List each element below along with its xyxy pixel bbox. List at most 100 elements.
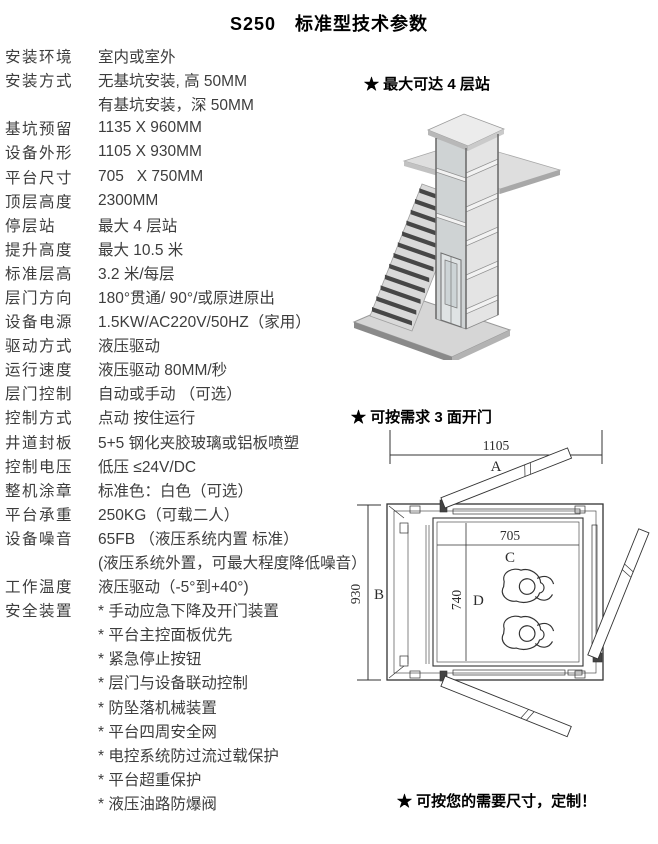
spec-row: * 平台四周安全网 [5,719,345,743]
spec-row: 标准层高 3.2 米/每层 [5,261,345,285]
spec-value: 无基坑安装, 高 50MM [98,73,247,91]
spec-label: 运行速度 [5,362,74,380]
lift-3d-figure [352,113,562,360]
spec-row: 整机涂章 标准色：白色（可选） [5,478,345,502]
spec-row: * 电控系统防过流过载保护 [5,743,345,767]
spec-value: 1135 X 960MM [98,119,202,137]
spec-value: 最大 10.5 米 [98,241,184,259]
spec-value: 3.2 米/每层 [98,265,175,283]
plan-drawing: 1105 A 930 B [350,430,650,738]
spec-row: * 平台超重保护 [5,767,345,791]
spec-row: 安装环境 室内或室外 [5,44,345,68]
spec-row: 设备噪音 65FB （液压系统内置 标准） [5,526,345,550]
spec-label: 设备噪音 [5,530,74,548]
spec-value: 180°贯通/ 90°/或原进原出 [98,289,275,307]
spec-row: 控制电压 低压 ≤24V/DC [5,454,345,478]
dim-outer-width: 1105 A [389,430,603,475]
dim-d-label: D [473,593,484,609]
lift-door [440,252,462,328]
spec-label: 安装环境 [5,49,74,67]
spec-value: 液压驱动 [98,338,161,356]
spec-row: 层门方向 180°贯通/ 90°/或原进原出 [5,285,345,309]
page-title: S250 标准型技术参数 [229,14,429,34]
dim-platform-depth: 740 D [449,523,484,661]
caption-max-stations: ★ 最大可达 4 层站 [364,76,490,93]
spec-row: * 防坠落机械装置 [5,695,345,719]
spec-value: 1.5KW/AC220V/50HZ（家用） [98,314,311,332]
spec-value: * 手动应急下降及开门装置 [98,603,279,621]
spec-row: 运行速度 液压驱动 80MM/秒 [5,357,345,381]
spec-value: 5+5 钢化夹胶玻璃或铝板喷塑 [98,434,300,452]
spec-label: 停层站 [5,217,57,235]
spec-value: 2300MM [98,191,159,209]
spec-row: 平台承重 250KG（可载二人） [5,502,345,526]
spec-table: 安装环境 室内或室外 安装方式 无基坑安装, 高 50MM 有基坑安装，深 50… [5,44,367,815]
spec-row: 设备电源 1.5KW/AC220V/50HZ（家用） [5,309,345,333]
caption-three-doors: ★ 可按需求 3 面开门 [351,409,492,426]
spec-row: 安全装置 * 手动应急下降及开门装置 [5,598,345,622]
spec-label: 提升高度 [5,241,74,259]
spec-label: 层门方向 [5,289,74,307]
dim-outer-depth: 930 B [350,504,384,681]
spec-label: 顶层高度 [5,193,74,211]
spec-value: 65FB （液压系统内置 标准） [98,530,299,548]
spec-label: 控制方式 [5,410,74,428]
spec-value: 250KG（可载二人） [98,506,240,524]
spec-value: 点动 按住运行 [98,410,196,428]
spec-label: 安全装置 [5,603,74,621]
spec-value: 705 X 750MM [98,167,204,185]
spec-value: 最大 4 层站 [98,217,178,235]
spec-label: 设备外形 [5,145,74,163]
spec-row: 工作温度 液压驱动（-5°到+40°) [5,574,345,598]
platform-outline [432,517,584,667]
spec-label: 基坑预留 [5,121,74,139]
spec-row: 层门控制 自动或手动 （可选） [5,381,345,405]
spec-label: 驱动方式 [5,338,74,356]
dim-c-label: C [505,550,515,566]
spec-row: 驱动方式 液压驱动 [5,333,345,357]
spec-row: 停层站 最大 4 层站 [5,213,345,237]
spec-row: 顶层高度 2300MM [5,189,345,213]
spec-row: * 液压油路防爆阀 [5,791,345,815]
spec-label: 设备电源 [5,314,74,332]
passenger-figure [500,566,556,607]
passenger-figure [500,613,556,654]
dim-platform-width: 705 C [437,528,579,566]
spec-row: 设备外形 1105 X 930MM [5,140,345,164]
spec-row: 有基坑安装，深 50MM [5,92,345,116]
spec-value: 低压 ≤24V/DC [98,458,197,476]
spec-row: (液压系统外置，可最大程度降低噪音） [5,550,367,574]
spec-value: 标准色：白色（可选） [98,482,254,500]
spec-value: * 层门与设备联动控制 [98,675,248,693]
door-flap-right [587,528,650,663]
spec-value: 液压驱动 80MM/秒 [98,362,228,380]
dim-b-label: B [374,587,384,603]
spec-value: * 平台主控面板优先 [98,627,233,645]
spec-value: 自动或手动 （可选） [98,386,242,404]
dim-930-label: 930 [350,584,363,605]
spec-label: 层门控制 [5,386,74,404]
spec-row: * 层门与设备联动控制 [5,670,345,694]
spec-value: * 电控系统防过流过载保护 [98,747,279,765]
spec-row: * 平台主控面板优先 [5,622,345,646]
spec-row: 平台尺寸 705 X 750MM [5,164,345,188]
dim-705-label: 705 [500,528,521,543]
dim-1105-label: 1105 [483,438,510,453]
lift-tower [426,113,506,330]
spec-value: 1105 X 930MM [98,143,202,161]
spec-label: 平台承重 [5,506,74,524]
spec-label: 控制电压 [5,458,74,476]
spec-value: 有基坑安装，深 50MM [98,97,254,115]
spec-label: 平台尺寸 [5,169,74,187]
spec-label: 整机涂章 [5,482,74,500]
spec-row: 井道封板 5+5 钢化夹胶玻璃或铝板喷塑 [5,430,345,454]
spec-label: 标准层高 [5,265,74,283]
spec-label: 工作温度 [5,579,74,597]
door-flap-top [439,447,573,513]
spec-label: 安装方式 [5,73,74,91]
spec-row: 安装方式 无基坑安装, 高 50MM [5,68,345,92]
dim-740-label: 740 [449,590,464,611]
spec-value: * 防坠落机械装置 [98,699,217,717]
spec-value: * 紧急停止按钮 [98,651,202,669]
